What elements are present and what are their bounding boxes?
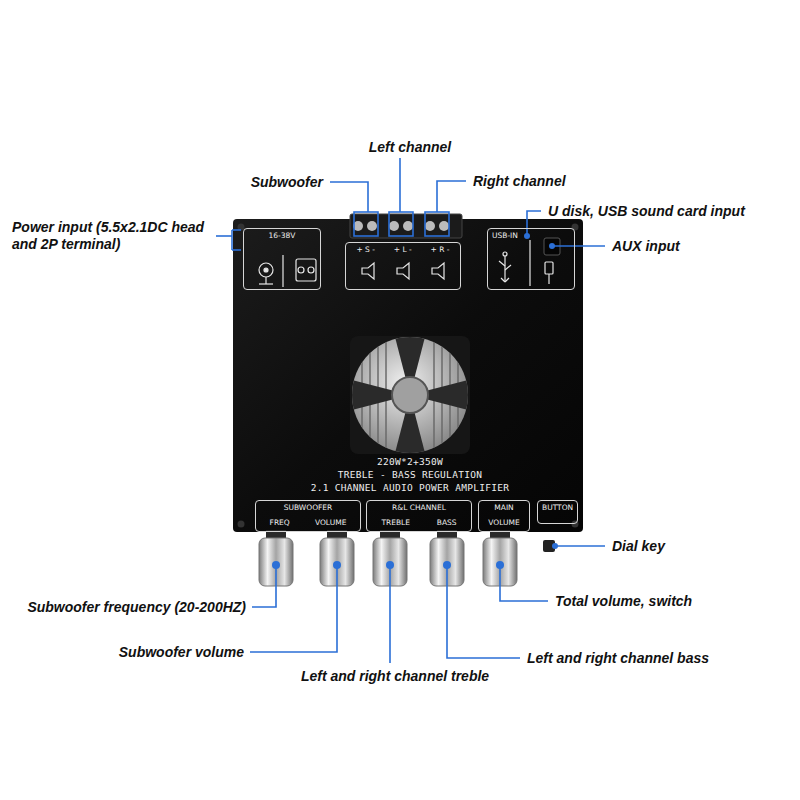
panel-text: + S - — [356, 245, 375, 287]
power-icons — [259, 255, 316, 287]
callout-label: Left channel — [369, 139, 451, 156]
control-panel: R&L CHANNEL TREBLE BASS — [366, 500, 472, 532]
panel-text: BUTTON — [542, 503, 573, 512]
board — [233, 219, 583, 532]
usb-icon — [499, 240, 530, 286]
speaker-terminal — [350, 214, 462, 238]
usb-panel: USB-IN — [487, 228, 575, 290]
panel-text: USB-IN — [492, 231, 518, 240]
callout-label: Total volume, switch — [555, 593, 692, 610]
leader-dots — [272, 233, 558, 569]
panel-row: TREBLE BASS — [371, 518, 467, 527]
panel-text: VOLUME — [488, 518, 519, 527]
callout-label: Dial key — [612, 538, 665, 555]
panel-text: R&L CHANNEL — [371, 503, 467, 512]
panel-row: FREQ VOLUME — [260, 518, 356, 527]
control-panel: SUBWOOFER FREQ VOLUME — [255, 500, 361, 532]
panel-text: VOLUME — [315, 518, 346, 527]
callout-label: U disk, USB sound card input — [548, 203, 745, 220]
panel-text: + L - — [394, 245, 412, 287]
panel-text: MAIN — [483, 503, 525, 512]
speaker-panel: + S - + L - + R - — [345, 242, 461, 290]
panel-text: BASS — [437, 518, 457, 527]
aux-icon — [545, 262, 553, 284]
callout-label: Power input (5.5x2.1DC head and 2P termi… — [12, 219, 212, 253]
board-print: 220W*2+350W — [377, 456, 443, 468]
panel-text: SUBWOOFER — [260, 503, 356, 512]
heatsink-frame — [350, 336, 470, 454]
callout-label: Right channel — [473, 173, 566, 190]
callout-label: AUX input — [612, 238, 680, 255]
board-print: 2.1 CHANNEL AUDIO POWER AMPLIFIER — [311, 482, 510, 494]
panel-text: TREBLE — [381, 518, 410, 527]
leader-lines — [216, 158, 605, 663]
power-panel: 16-38V — [243, 228, 321, 290]
speaker-icons — [362, 263, 444, 279]
control-panel: MAIN VOLUME — [478, 500, 530, 532]
callout-label: Subwoofer — [251, 174, 323, 191]
callout-label: Subwoofer frequency (20-200HZ) — [27, 599, 246, 616]
panel-row: VOLUME — [483, 518, 525, 527]
callout-label: Left and right channel bass — [527, 650, 709, 667]
knobs — [259, 530, 517, 586]
callout-label: Left and right channel treble — [301, 668, 489, 685]
button-panel: BUTTON — [537, 500, 578, 524]
panel-text: 16-38V — [269, 231, 296, 240]
panel-text: + R - — [431, 245, 450, 287]
panel-text: FREQ — [270, 518, 290, 527]
board-print: TREBLE - BASS REGULATION — [338, 469, 482, 481]
callout-label: Subwoofer volume — [119, 644, 244, 661]
